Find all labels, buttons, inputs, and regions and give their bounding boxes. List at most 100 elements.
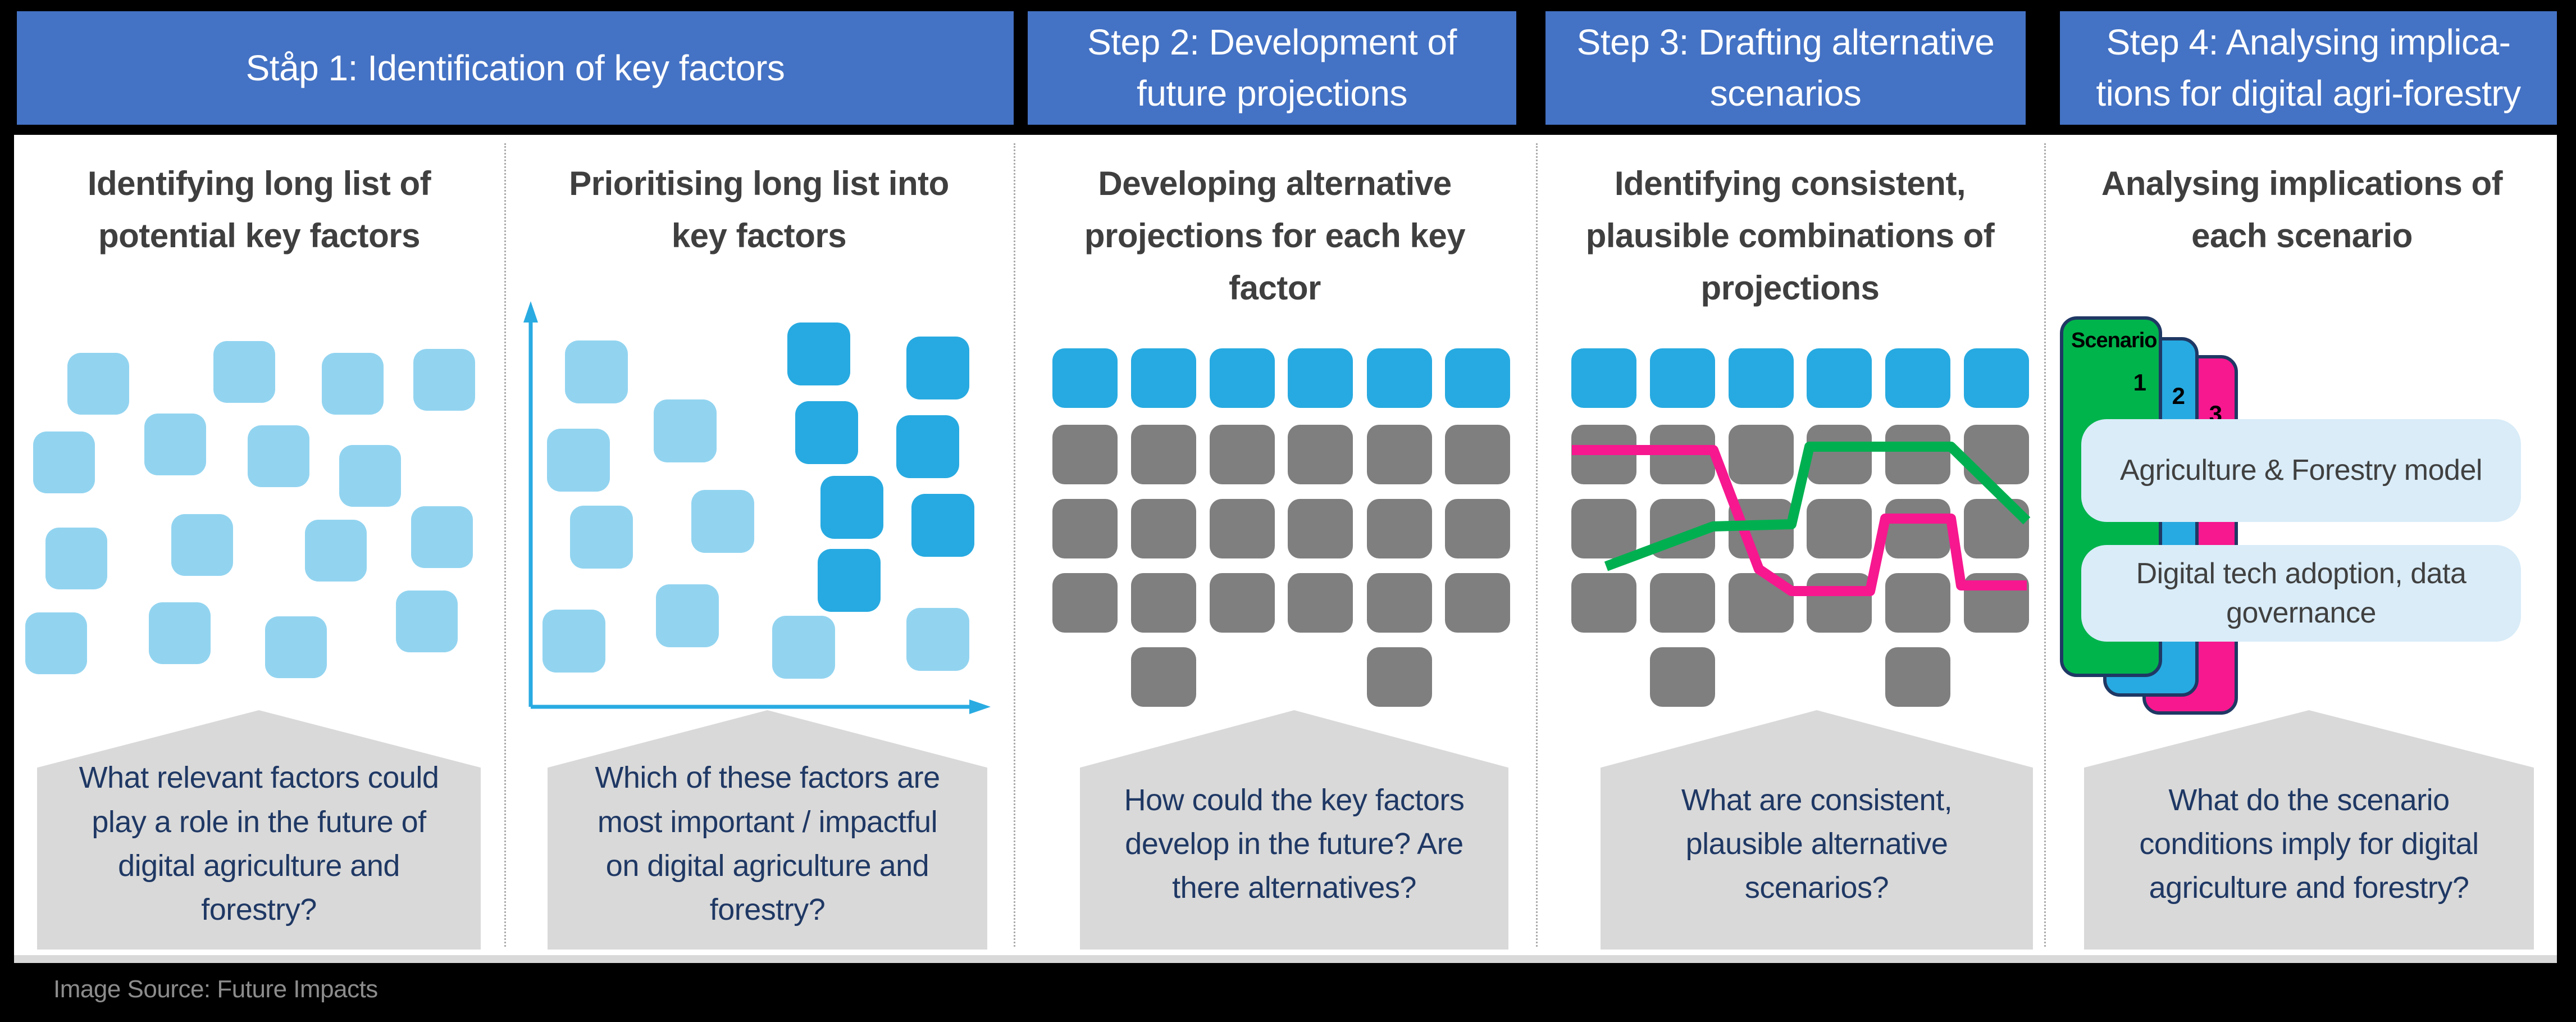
projection-square	[1052, 573, 1118, 633]
step-header-3: Step 3: Drafting alternative scenarios	[1545, 11, 2026, 125]
projection-square	[1210, 348, 1275, 408]
projection-square	[1445, 425, 1510, 484]
key-factor-square	[795, 401, 858, 464]
potential-factor-square	[171, 514, 233, 576]
question-text-4: What are consistent, plausible alternati…	[1681, 783, 1953, 905]
projection-square	[1885, 573, 1950, 633]
potential-factor-square	[322, 353, 384, 415]
question-text-2: Which of these factors are most importan…	[595, 761, 940, 927]
key-factor-square	[906, 337, 969, 399]
potential-factor-square	[248, 425, 309, 487]
potential-factor-square	[411, 506, 473, 568]
projections-grid-graphic	[1045, 343, 1516, 714]
projection-square	[1807, 499, 1872, 558]
question-pentagon-2: Which of these factors are most importan…	[548, 710, 987, 950]
potential-factor-square	[305, 520, 367, 582]
low-priority-factor-square	[772, 616, 835, 679]
potential-factor-square	[265, 616, 327, 678]
question-pentagon-5: What do the scenario conditions imply fo…	[2084, 710, 2534, 950]
low-priority-factor-square	[691, 490, 754, 553]
projection-square	[1650, 573, 1715, 633]
scenario-card-label: Scenario	[2071, 329, 2158, 352]
projection-square	[1288, 425, 1353, 484]
factor-cloud-graphic	[22, 337, 494, 708]
axis-arrowhead-right	[969, 699, 991, 714]
projection-square	[1650, 348, 1715, 408]
potential-factor-square	[396, 591, 458, 652]
low-priority-factor-square	[570, 506, 633, 569]
column-heading-1: Identifying long list of potential key f…	[87, 165, 431, 255]
column-heading-2: Prioritising long list into key factors	[569, 165, 949, 255]
column-divider	[1536, 143, 1538, 947]
impact-axes	[523, 301, 991, 714]
projection-square	[1445, 348, 1510, 408]
column-divider	[1014, 143, 1015, 947]
potential-factor-square	[339, 445, 401, 507]
projection-square	[1571, 348, 1636, 408]
potential-factor-square	[33, 431, 95, 493]
bottom-strip	[14, 955, 2557, 963]
column-heading-3: Developing alternative projections for e…	[1084, 165, 1466, 307]
potential-factor-square	[413, 349, 475, 411]
step-header-1: Ståp 1: Identification of key factors	[17, 11, 1014, 125]
projection-square	[1729, 425, 1794, 484]
low-priority-factor-square	[906, 608, 969, 671]
projection-square	[1885, 425, 1950, 484]
projection-square	[1964, 348, 2029, 408]
projection-square	[1288, 499, 1353, 558]
projection-square	[1052, 425, 1118, 484]
key-factor-square	[911, 494, 974, 557]
digital-tech-adoption-label: Digital tech adoption, data governance	[2136, 557, 2466, 629]
low-priority-factor-square	[565, 340, 628, 403]
column-heading-4: Identifying consistent, plausible combin…	[1585, 165, 1995, 307]
projection-square	[1210, 425, 1275, 484]
low-priority-factor-square	[547, 429, 610, 492]
projection-square	[1288, 348, 1353, 408]
potential-factor-square	[25, 612, 87, 674]
key-factor-square	[787, 323, 850, 385]
projection-square	[1445, 573, 1510, 633]
scenario-path-green	[1604, 442, 2031, 571]
question-pentagon-4: What are consistent, plausible alternati…	[1601, 710, 2033, 950]
step-header-4: Step 4: Analysing implica- tions for dig…	[2060, 11, 2557, 125]
projection-square	[1445, 499, 1510, 558]
scenario-stack-graphic: 3 2 Scenario 1 Agriculture & Forestry mo…	[2050, 309, 2552, 725]
question-pentagon-3: How could the key factors develop in the…	[1080, 710, 1508, 950]
scenario-path-pink	[1572, 445, 2027, 596]
projection-square	[1367, 425, 1432, 484]
scenario-paths-grid-graphic	[1561, 343, 2033, 714]
projection-square	[1807, 573, 1872, 633]
scenario-2-number: 2	[2172, 383, 2185, 409]
potential-factor-square	[45, 528, 107, 589]
projection-square	[1807, 425, 1872, 484]
potential-factor-square	[213, 341, 275, 403]
content-panel: Identifying long list of potential key f…	[14, 135, 2557, 955]
projection-square	[1885, 348, 1950, 408]
key-factor-square	[818, 549, 881, 612]
potential-factor-square	[144, 414, 206, 475]
key-factor-square	[896, 415, 959, 478]
projection-square	[1131, 499, 1196, 558]
projection-square	[1729, 348, 1794, 408]
step-header-2: Step 2: Development of future projection…	[1028, 11, 1516, 125]
projection-square	[1807, 348, 1872, 408]
axis-arrowhead-up	[523, 301, 538, 323]
projection-square	[1210, 499, 1275, 558]
low-priority-factor-square	[542, 610, 605, 673]
agriculture-forestry-model-box: Agriculture & Forestry model	[2081, 419, 2521, 522]
projection-square	[1367, 348, 1432, 408]
projection-square	[1131, 647, 1196, 707]
projection-square	[1131, 348, 1196, 408]
projection-square	[1052, 348, 1118, 408]
projection-square	[1367, 499, 1432, 558]
projection-square	[1571, 499, 1636, 558]
projection-square	[1650, 647, 1715, 707]
column-divider	[504, 143, 506, 947]
projection-square	[1131, 573, 1196, 633]
question-text-3: How could the key factors develop in the…	[1124, 783, 1465, 905]
column-heading-5: Analysing implications of each scenario	[2101, 165, 2503, 255]
potential-factor-square	[149, 602, 211, 664]
scenario-1-number: 1	[2133, 369, 2146, 396]
low-priority-factor-square	[654, 399, 717, 462]
projection-square	[1571, 573, 1636, 633]
